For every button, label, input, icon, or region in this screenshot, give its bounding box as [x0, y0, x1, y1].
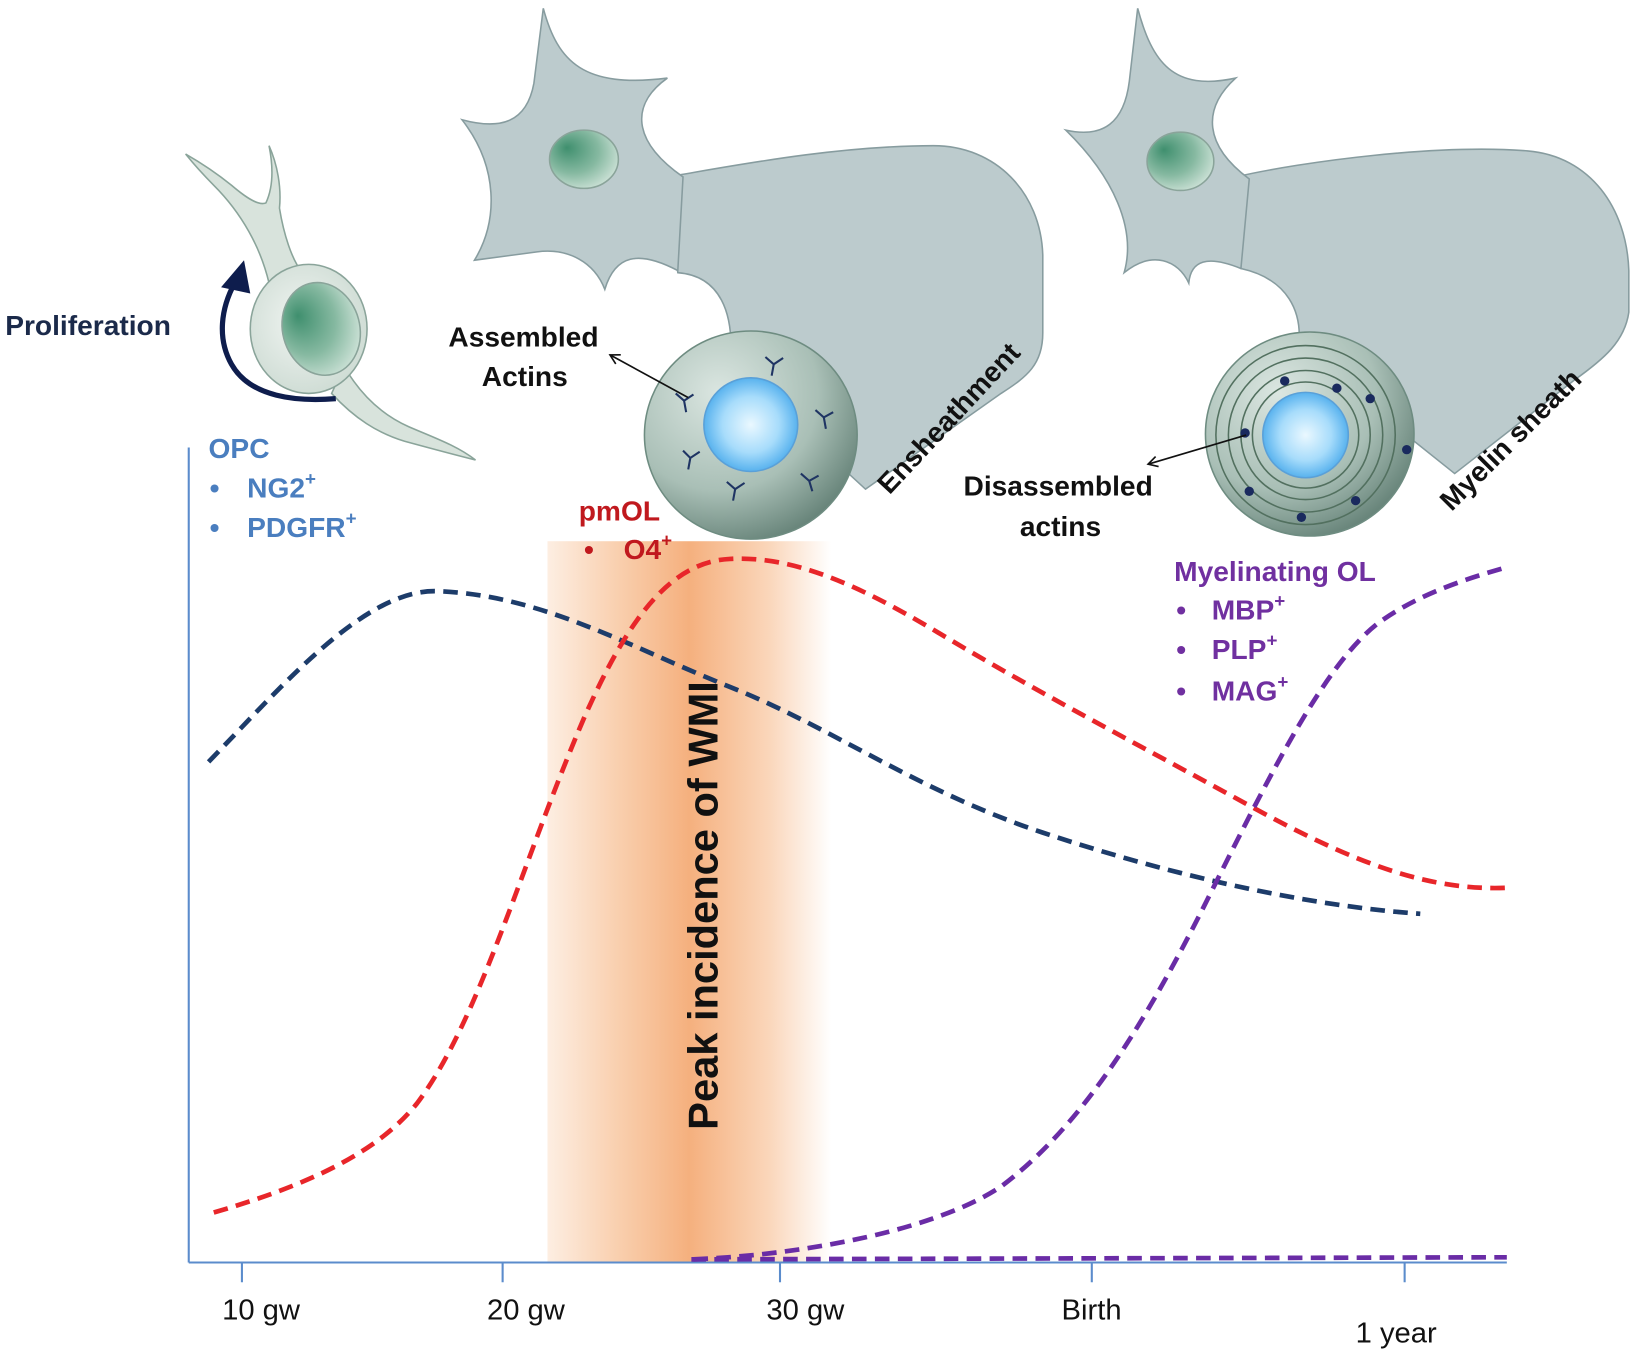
opc-upper-process — [185, 145, 304, 285]
opc-cell — [185, 145, 476, 461]
x-tick-label-birth: Birth — [1062, 1295, 1122, 1327]
pmol-marker-o4: O4+ — [624, 529, 673, 564]
opc-bullet: • — [210, 473, 220, 504]
assembled-actins-pointer — [608, 354, 689, 399]
myelinating-oligodendrocyte — [1063, 8, 1630, 537]
proliferation-arrowhead-icon — [221, 260, 251, 294]
myelinating-ol-bullet: • — [1176, 594, 1186, 625]
myelin-layer — [1251, 381, 1360, 489]
ensheathing-membrane-sheet — [666, 144, 1044, 491]
disassembled-actins-pointer — [1146, 434, 1247, 468]
myelinating-ol-baseline — [691, 1254, 1507, 1262]
assembled-actins-label-line1: Assembled — [448, 322, 598, 353]
pmol-curve — [213, 556, 1507, 1215]
myelinated-axon — [1262, 391, 1350, 479]
x-tick-label-10gw: 10 gw — [222, 1295, 301, 1327]
pmol-legend: pmOL • O4+ — [579, 495, 672, 564]
actin-filament — [726, 481, 746, 501]
myelinating-ol-bullet: • — [1176, 634, 1186, 665]
opc-bullet: • — [210, 512, 220, 543]
ensheathed-axon — [703, 377, 799, 473]
actin-filament — [814, 409, 834, 429]
x-tick-label-30gw: 30 gw — [766, 1295, 845, 1327]
proliferation-label: Proliferation — [5, 310, 171, 341]
myelinating-nucleus — [1146, 131, 1215, 192]
actin-filament — [800, 472, 820, 492]
opc-title: OPC — [209, 433, 270, 464]
actin-filament — [675, 392, 695, 413]
pmol-bullet: • — [584, 534, 594, 565]
actin-dot — [1244, 486, 1254, 496]
x-tick-label-1year: 1 year — [1356, 1318, 1437, 1350]
actin-filament — [764, 356, 784, 376]
myelin-layer — [1227, 357, 1384, 513]
opc-nucleus — [281, 281, 362, 376]
disassembled-actins-label-line2: actins — [1020, 511, 1101, 542]
myelinating-ol-marker-mbp: MBP+ — [1212, 590, 1286, 625]
actin-dot — [1332, 383, 1342, 393]
opc-marker-pdgfr: PDGFR+ — [247, 508, 356, 543]
peak-incidence-band — [547, 541, 832, 1263]
disassembled-actins-label-line1: Disassembled — [964, 470, 1153, 501]
x-axis-ticks — [240, 1262, 1406, 1283]
opc-marker-ng2: NG2+ — [247, 468, 316, 503]
myelin-membrane-sheet — [1234, 148, 1630, 475]
actin-filament — [682, 449, 701, 470]
myelinating-ol-title: Myelinating OL — [1174, 556, 1376, 587]
assembled-actins-label-line2: Actins — [482, 361, 568, 392]
ensheathing-oligodendrocyte — [459, 8, 1044, 540]
myelinating-ol-marker-plp: PLP+ — [1212, 629, 1278, 664]
myelinating-ol-curve — [693, 564, 1508, 1262]
actin-dot — [1296, 512, 1307, 522]
disassembled-actin-dots — [1240, 376, 1412, 522]
myelinating-ol-marker-mag: MAG+ — [1212, 671, 1289, 706]
pmol-title: pmOL — [579, 495, 660, 526]
x-tick-label-20gw: 20 gw — [487, 1295, 566, 1327]
opc-curve — [206, 588, 1421, 917]
proliferation-arrow-icon — [219, 281, 336, 403]
actin-dot — [1280, 376, 1290, 386]
actin-dot — [1365, 393, 1375, 404]
myelinating-ol-legend: Myelinating OL • MBP+ • PLP+ • MAG+ — [1174, 556, 1376, 707]
opc-lower-process — [330, 364, 476, 461]
actin-dot — [1350, 495, 1361, 506]
ensheathing-nucleus — [548, 129, 620, 190]
opc-legend: OPC • NG2+ • PDGFR+ — [209, 433, 357, 543]
peak-incidence-label: Peak incidence of WMI — [679, 681, 726, 1130]
myelin-layer — [1215, 344, 1397, 526]
myelinating-ol-bullet: • — [1176, 675, 1186, 706]
actin-dot — [1402, 444, 1412, 455]
assembled-actin-filaments — [675, 356, 834, 501]
